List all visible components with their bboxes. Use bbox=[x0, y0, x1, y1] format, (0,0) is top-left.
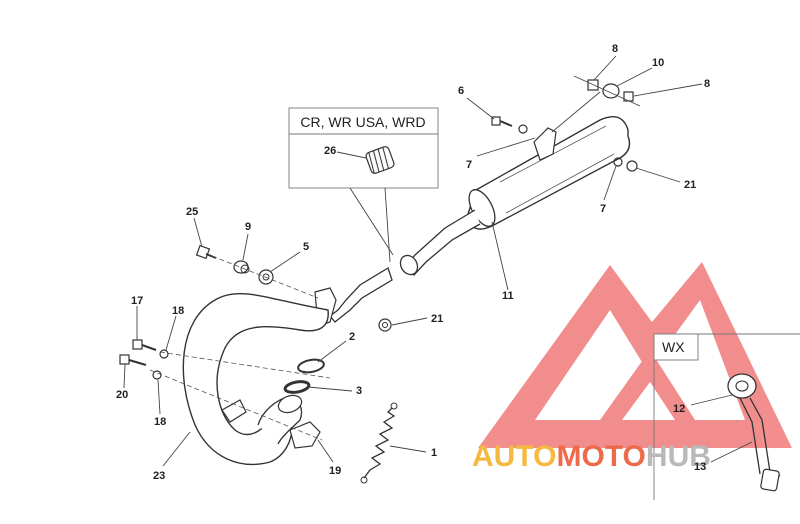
leader-7-lower bbox=[603, 165, 617, 201]
seal-ring-part-3 bbox=[283, 380, 311, 394]
logo-inner-triangle bbox=[600, 350, 695, 420]
callout-20: 20 bbox=[116, 389, 128, 401]
leader-21-lower bbox=[391, 317, 428, 326]
gasket-part-2 bbox=[297, 358, 325, 374]
leader-3 bbox=[307, 386, 353, 392]
callout-26: 26 bbox=[324, 145, 336, 157]
bolt-part-17 bbox=[132, 339, 157, 351]
silencer-mount-link bbox=[551, 91, 601, 133]
logo-inner-cut bbox=[535, 300, 745, 420]
leader-23 bbox=[162, 431, 191, 467]
box-pointer-right bbox=[384, 187, 391, 263]
leader-20 bbox=[123, 363, 126, 389]
washer-part-18-upper bbox=[159, 349, 169, 359]
leader-26 bbox=[336, 151, 367, 159]
watermark-auto: AUTO bbox=[472, 440, 556, 473]
variant-box: CR, WR USA, WRD 26 bbox=[288, 107, 439, 189]
callout-7-lower: 7 bbox=[600, 203, 606, 215]
leader-8-left bbox=[593, 55, 617, 81]
leader-12 bbox=[690, 394, 733, 406]
watermark-logo bbox=[478, 262, 792, 448]
leader-10 bbox=[616, 67, 653, 87]
box-pointer-left bbox=[349, 187, 394, 256]
nut-part-21-upper bbox=[626, 160, 638, 172]
callout-21-lower: 21 bbox=[431, 313, 443, 325]
callout-18-lower: 18 bbox=[154, 416, 166, 428]
callout-23: 23 bbox=[153, 470, 165, 482]
silencer-part-11 bbox=[399, 116, 631, 276]
spacer-part-9 bbox=[233, 260, 250, 274]
washer-part-7-upper bbox=[518, 124, 528, 134]
leader-7-upper bbox=[476, 137, 536, 157]
leader-19 bbox=[317, 439, 334, 463]
endcap-part-12 bbox=[727, 373, 781, 492]
leader-6 bbox=[466, 97, 495, 120]
leader-18-upper bbox=[165, 315, 177, 351]
leader-25 bbox=[193, 217, 203, 248]
header-pipe-part-23 bbox=[182, 293, 329, 466]
callout-9: 9 bbox=[245, 221, 251, 233]
leader-1 bbox=[389, 445, 427, 453]
assembly-line-lower bbox=[149, 369, 323, 441]
assembly-line-top bbox=[211, 255, 319, 299]
callout-1: 1 bbox=[431, 447, 437, 459]
callout-7-upper: 7 bbox=[466, 159, 472, 171]
callout-8-right: 8 bbox=[704, 78, 710, 90]
leader-9 bbox=[242, 233, 249, 261]
callout-21-upper: 21 bbox=[684, 179, 696, 191]
grommet-part-10 bbox=[602, 83, 620, 99]
callout-10: 10 bbox=[652, 57, 664, 69]
callout-3: 3 bbox=[356, 385, 362, 397]
nut-part-21-lower bbox=[378, 318, 392, 332]
callout-2: 2 bbox=[349, 331, 355, 343]
variant-box-frame bbox=[288, 107, 439, 189]
assembly-line-upper bbox=[159, 351, 331, 379]
bolt-part-20 bbox=[119, 354, 147, 366]
bolt-part-6 bbox=[491, 116, 513, 127]
leader-21-upper bbox=[635, 167, 681, 183]
watermark-wordmark: AUTOMOTOHUB bbox=[472, 440, 711, 473]
leader-8-right bbox=[633, 83, 703, 97]
watermark-moto: MOTO bbox=[556, 440, 645, 473]
silencer-mount-axis bbox=[573, 75, 641, 107]
callout-11: 11 bbox=[502, 290, 514, 302]
callout-19: 19 bbox=[329, 465, 341, 477]
wx-variant-box: WX 12 bbox=[653, 333, 800, 500]
washer-part-7-lower bbox=[613, 157, 623, 167]
leader-5 bbox=[269, 251, 301, 273]
callout-18-upper: 18 bbox=[172, 305, 184, 317]
variant-box-label: CR, WR USA, WRD bbox=[300, 114, 425, 130]
watermark-word-auto: AUTOMOTOHUB bbox=[472, 440, 711, 473]
washer-part-18-lower bbox=[152, 370, 162, 380]
callout-13: 13 bbox=[694, 461, 706, 473]
leader-13 bbox=[710, 441, 753, 463]
leader-2 bbox=[317, 340, 347, 363]
leader-18-lower bbox=[157, 379, 161, 415]
watermark-hub: HUB bbox=[646, 440, 711, 473]
callout-5: 5 bbox=[303, 241, 309, 253]
wx-box-label: WX bbox=[662, 339, 685, 355]
wx-box-tag bbox=[653, 333, 699, 361]
callout-12: 12 bbox=[673, 403, 685, 415]
callout-8-left: 8 bbox=[612, 43, 618, 55]
logo-inner-hole bbox=[622, 382, 675, 420]
callout-6: 6 bbox=[458, 85, 464, 97]
callout-25: 25 bbox=[186, 206, 198, 218]
spring-part-1 bbox=[360, 402, 398, 484]
spring-part-26 bbox=[365, 146, 395, 174]
callout-17: 17 bbox=[131, 295, 143, 307]
leader-11 bbox=[491, 221, 509, 291]
